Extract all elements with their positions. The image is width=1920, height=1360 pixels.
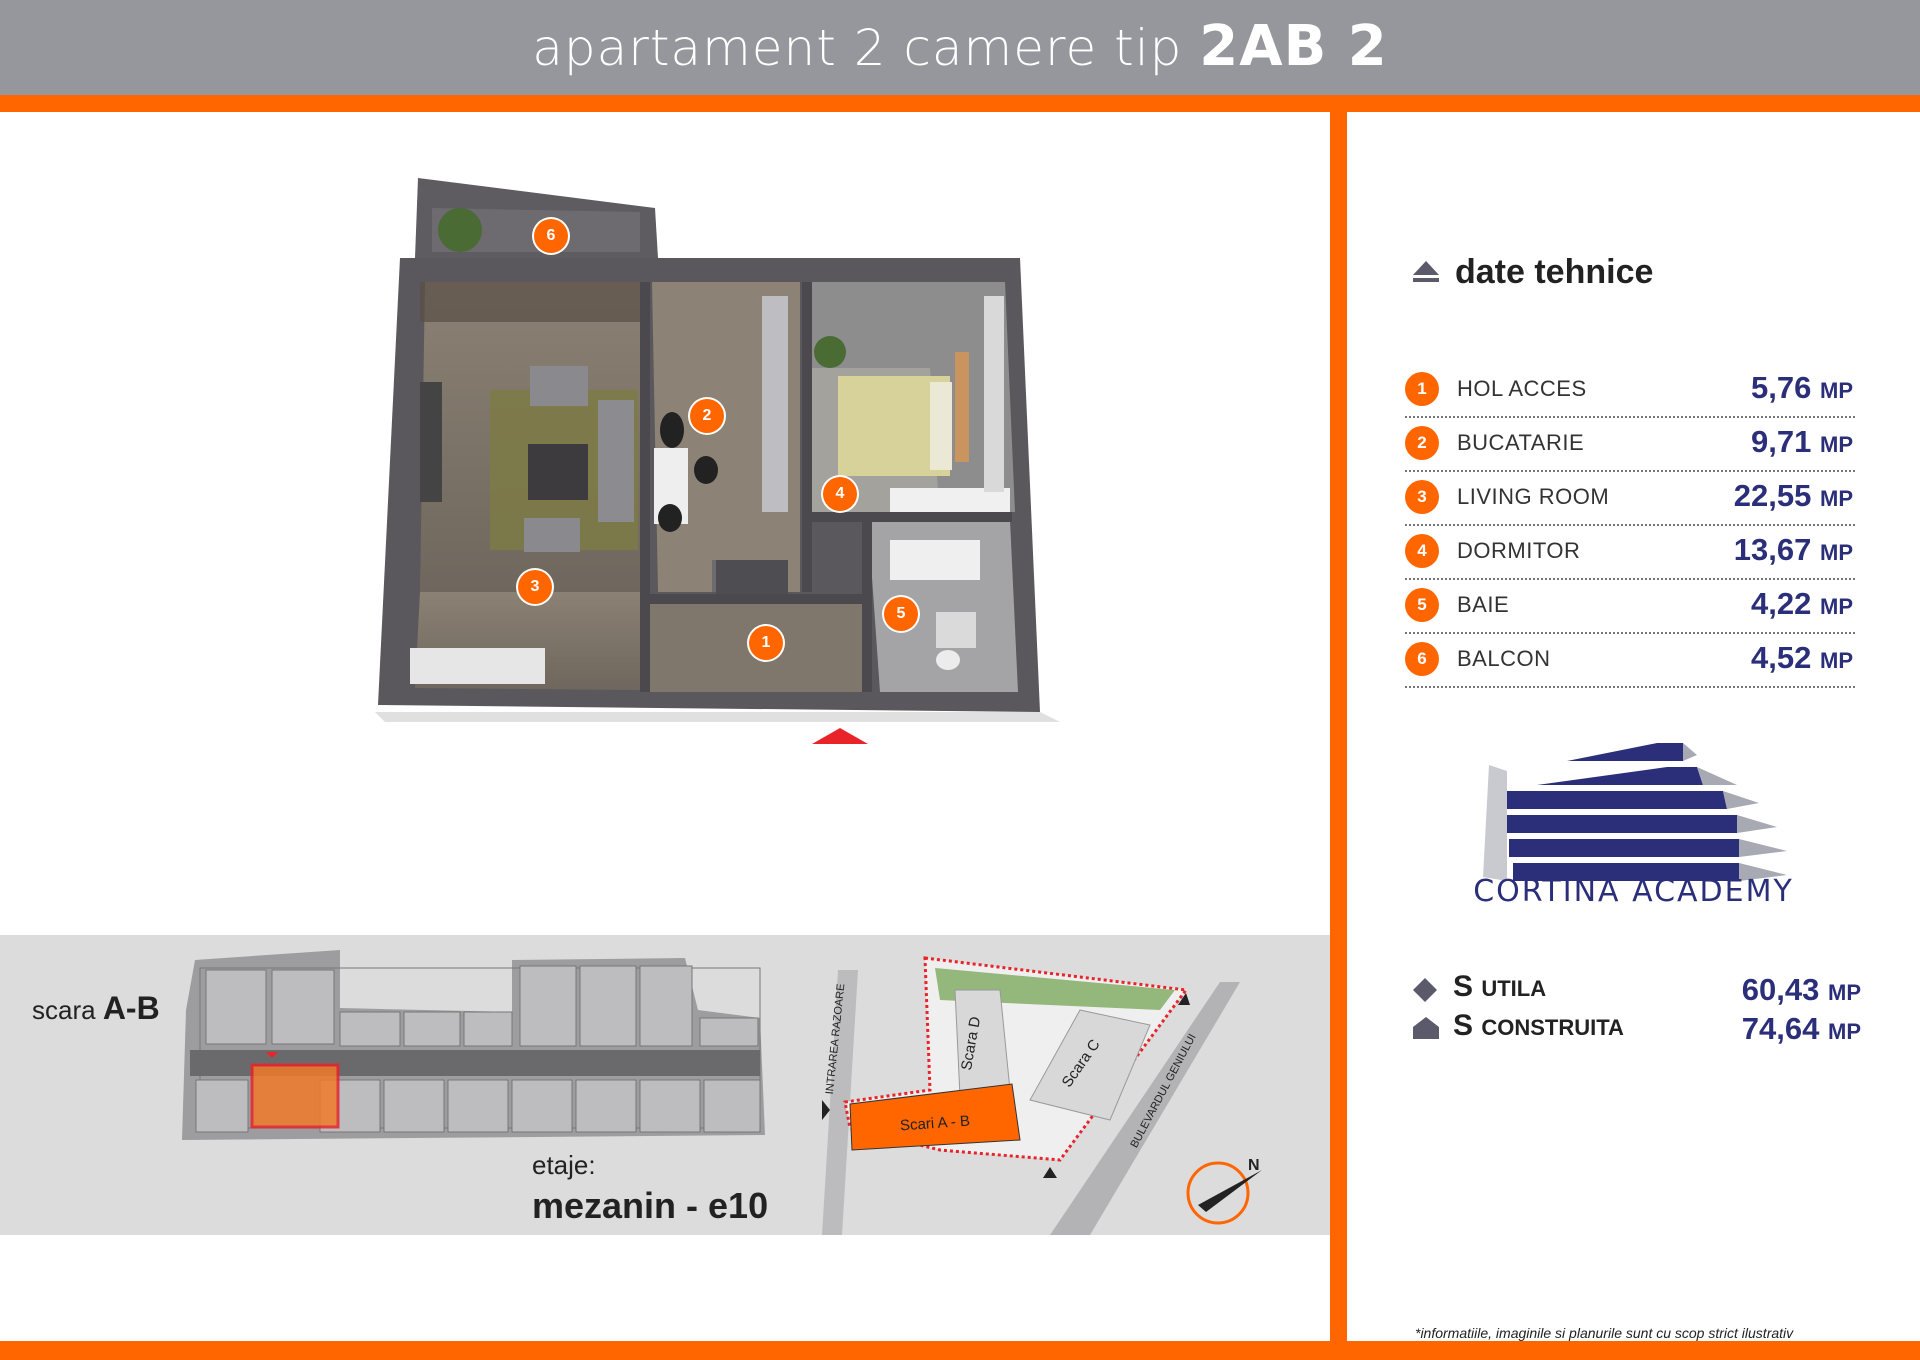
floor-plan-area: 6 2 4 3 5 1 [0,112,1330,932]
room-area-unit: MP [1820,486,1853,511]
scara-prefix: scara [32,995,96,1025]
room-area-unit: MP [1820,648,1853,673]
technical-data-heading: date tehnice [1411,252,1653,292]
location-band: Scari A - B Scara D Scara C INTRAREA RAZ… [0,935,1330,1235]
building-floor-plan-thumbnail [182,950,1262,1235]
room-number-badge: 4 [1405,534,1439,568]
disclaimer-text: *informatiile, imaginile si planurile su… [1415,1325,1794,1341]
accent-divider-top [0,95,1920,112]
room-area-unit: MP [1820,540,1853,565]
room-area: 4,52 MP [1751,640,1853,676]
room-marker-1: 1 [749,626,783,660]
useful-area-text: UTILA [1481,976,1547,1001]
room-marker-3: 3 [518,570,552,604]
scara-value: A-B [102,990,160,1026]
room-marker-2: 2 [690,399,724,433]
room-row: 1 HOL ACCES 5,76 MP [1405,362,1855,418]
title-prefix: apartament 2 camere tip [532,19,1183,77]
room-number-badge: 1 [1405,372,1439,406]
built-area-value: 74,64 MP [1742,1011,1861,1047]
built-area-text: CONSTRUITA [1481,1015,1624,1040]
diamond-icon [1413,978,1437,1002]
room-row: 2 BUCATARIE 9,71 MP [1405,416,1855,472]
room-area-unit: MP [1820,378,1853,403]
room-area: 22,55 MP [1734,478,1853,514]
etaje-label: etaje: [532,1150,596,1180]
floor-plan-render [375,178,1060,744]
accent-divider-vertical [1330,112,1347,1342]
room-number-badge: 3 [1405,480,1439,514]
page-title: apartament 2 camere tip 2AB 2 [0,14,1920,79]
room-area: 4,22 MP [1751,586,1853,622]
room-area-value: 4,52 [1751,640,1812,675]
room-area-value: 13,67 [1733,532,1812,567]
s-letter: S [1453,970,1474,1003]
room-row: 5 BAIE 4,22 MP [1405,578,1855,634]
room-area-value: 5,76 [1751,370,1812,405]
room-number-badge: 5 [1405,588,1439,622]
technical-data-panel: date tehnice 1 HOL ACCES 5,76 MP 2 BUCAT… [1347,112,1920,1341]
heading-text: date tehnice [1455,252,1654,291]
accent-divider-bottom [0,1341,1920,1360]
cortina-academy-logo [1483,743,1787,881]
room-name: BAIE [1457,592,1510,617]
logo-text: CORTINA ACADEMY [1473,874,1794,909]
useful-area-label: S UTILA [1453,970,1546,1004]
room-area-value: 9,71 [1751,424,1812,459]
built-area-unit: MP [1828,1019,1861,1044]
useful-area-row: S UTILA 60,43 MP [1411,970,1861,1010]
header-bar: apartament 2 camere tip 2AB 2 [0,0,1920,95]
useful-area-value: 60,43 MP [1742,972,1861,1008]
scara-label: scara A-B [32,990,160,1027]
room-marker-4: 4 [823,477,857,511]
room-area-value: 4,22 [1751,586,1812,621]
room-row: 3 LIVING ROOM 22,55 MP [1405,470,1855,526]
room-name: LIVING ROOM [1457,484,1610,509]
room-marker-5: 5 [884,597,918,631]
room-name: HOL ACCES [1457,376,1587,401]
room-area-value: 22,55 [1733,478,1812,513]
room-row: 4 DORMITOR 13,67 MP [1405,524,1855,580]
built-area-label: S CONSTRUITA [1453,1009,1624,1043]
useful-area-number: 60,43 [1741,972,1820,1007]
etaje-value: mezanin - e10 [532,1185,769,1226]
room-area: 5,76 MP [1751,370,1853,406]
room-row: 6 BALCON 4,52 MP [1405,632,1855,688]
house-icon [1413,1017,1439,1039]
room-area-unit: MP [1820,432,1853,457]
room-area: 13,67 MP [1734,532,1853,568]
room-area-unit: MP [1820,594,1853,619]
built-area-number: 74,64 [1741,1011,1820,1046]
room-number-badge: 6 [1405,642,1439,676]
compass-north-label: N [1248,1157,1260,1174]
useful-area-unit: MP [1828,980,1861,1005]
built-area-row: S CONSTRUITA 74,64 MP [1411,1009,1861,1049]
title-apartment-type: 2AB 2 [1199,14,1388,79]
room-area: 9,71 MP [1751,424,1853,460]
room-name: BUCATARIE [1457,430,1585,455]
room-marker-6: 6 [534,219,568,253]
room-name: DORMITOR [1457,538,1581,563]
room-name: BALCON [1457,646,1551,671]
eject-icon [1413,261,1439,282]
s-letter: S [1453,1009,1474,1042]
room-number-badge: 2 [1405,426,1439,460]
